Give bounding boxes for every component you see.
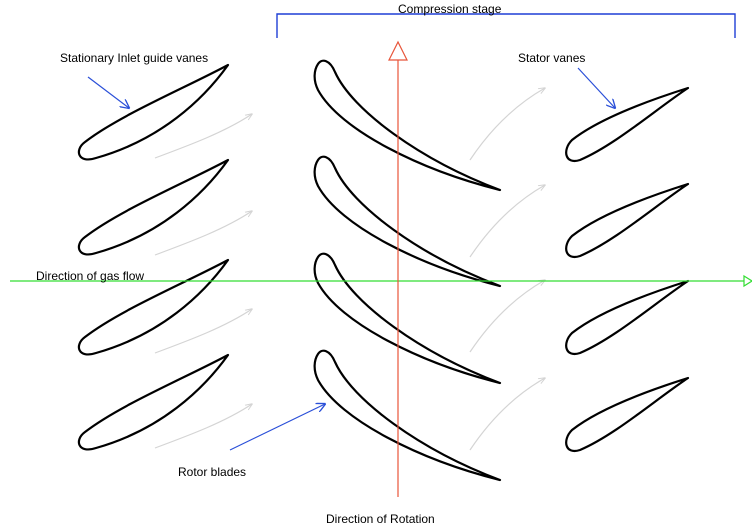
stator-vane (565, 279, 690, 356)
rotation-axis (388, 40, 408, 497)
rotor-blades-pointer (229, 404, 325, 451)
rotor-blades-label: Rotor blades (178, 465, 246, 479)
flow-arrow (154, 113, 253, 159)
flow-arrow (154, 308, 253, 354)
inlet-guide-vane (77, 158, 230, 256)
stator-vane (565, 86, 690, 163)
inlet-guide-vanes-label: Stationary Inlet guide vanes (60, 51, 208, 65)
flow-arrow (469, 184, 546, 258)
rotor-blade (313, 155, 502, 288)
rotation-label: Direction of Rotation (326, 512, 435, 526)
stator-vanes-pointer (577, 67, 615, 108)
flow-arrow (469, 87, 546, 161)
gas-flow-axis (10, 274, 752, 288)
rotor-blade (313, 349, 502, 482)
inlet-guide-vanes-pointer (87, 76, 129, 108)
gas-flow-arrowhead (743, 274, 752, 288)
bracket-line (276, 13, 736, 38)
inlet-guide-vane (77, 63, 230, 161)
rotor-blade (313, 59, 502, 192)
flow-arrow (469, 377, 546, 451)
stator-vanes-label: Stator vanes (518, 51, 585, 65)
flow-arrow (154, 403, 253, 449)
inlet-guide-vane (77, 353, 230, 451)
rotation-arrowhead (388, 40, 408, 61)
compression-stage-bracket (276, 13, 736, 38)
rotor-blade-column (313, 59, 502, 482)
compression-stage-label: Compression stage (398, 2, 502, 16)
inlet-guide-vane-column (77, 63, 230, 451)
stator-vane (565, 376, 690, 453)
rotor-blade (313, 252, 502, 385)
stator-vane-column (565, 86, 690, 453)
stator-vane (565, 182, 690, 259)
rotor-flow-arrows (469, 87, 546, 451)
flow-arrow (469, 279, 546, 353)
gas-flow-label: Direction of gas flow (36, 269, 144, 283)
